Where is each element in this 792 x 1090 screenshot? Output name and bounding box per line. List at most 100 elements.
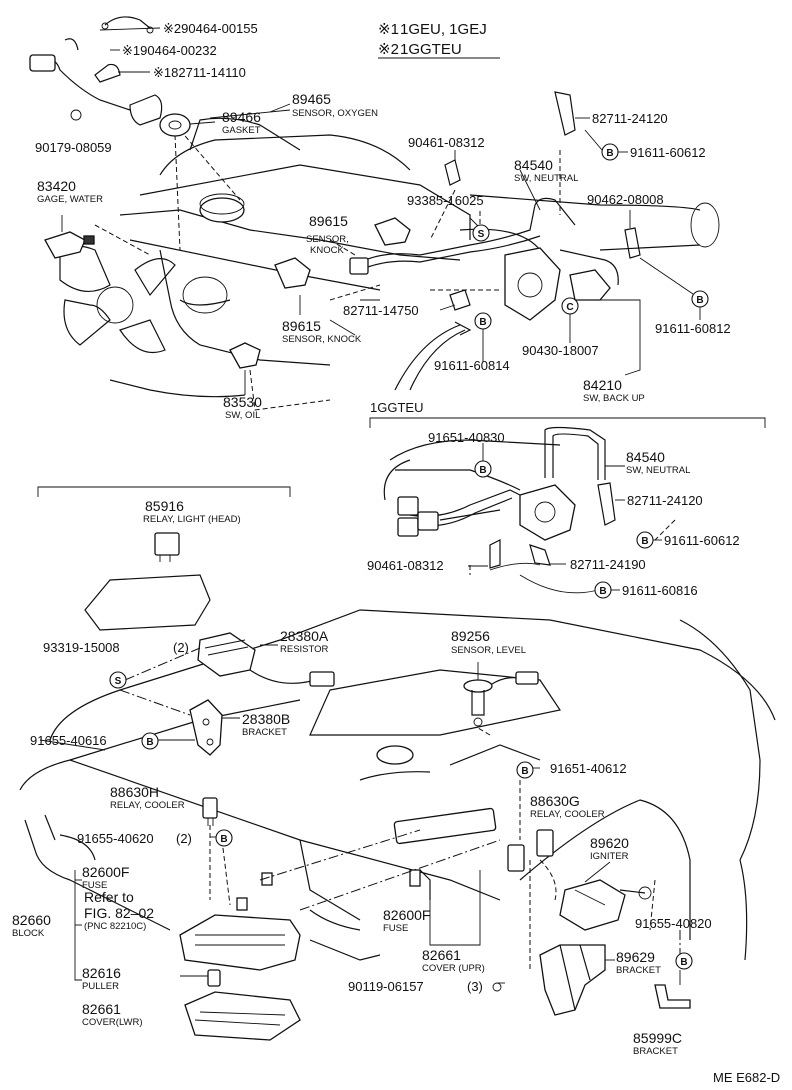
symbol-b: B [599, 586, 606, 597]
label-91611-60812: 91611-60812 [655, 321, 731, 336]
label-82616: 82616 [82, 965, 121, 981]
label-82660-name: BLOCK [12, 928, 45, 939]
label-88630G-name: RELAY, COOLER [530, 809, 605, 820]
label-28380A: 28380A [280, 628, 329, 644]
label-93319-15008: 93319-15008 [43, 640, 120, 655]
igniter-89620 [559, 861, 652, 931]
label-91655-40616: 91655-40616 [30, 733, 107, 748]
clamp-82711-24120 [554, 91, 576, 136]
label-90464-00232: ※190464-00232 [122, 43, 217, 58]
label-refer-pnc: (PNC 82210C) [84, 921, 146, 932]
symbol-b: B [220, 834, 227, 845]
headlight-relay-bracket: 85916 RELAY, LIGHT (HEAD) [37, 486, 291, 562]
puller-82616 [180, 969, 221, 987]
label-84210: 84210 [583, 377, 622, 393]
label-89465-name: SENSOR, OXYGEN [292, 108, 378, 119]
label-89615-b: 89615 [282, 318, 321, 334]
label-82600F-a-name: FUSE [82, 880, 107, 891]
legend-mark-2: ※2 [378, 41, 399, 58]
labels-top: ※290464-00155 ※190464-00232 ※182711-1411… [35, 21, 731, 421]
leader-lines-lower [39, 647, 681, 981]
label-89615-a-name1: SENSOR, [306, 234, 349, 245]
bracket-28380B [189, 699, 240, 756]
leader-lines-top [269, 103, 701, 376]
label-85999C: 85999C [633, 1030, 682, 1046]
label-91651-40830: 91651-40830 [428, 430, 505, 445]
label-82660: 82660 [12, 912, 51, 928]
legend-text-1: 1GEU, 1GEJ [400, 21, 487, 38]
label-89466: 89466 [222, 109, 261, 125]
symbol-b: B [606, 148, 613, 159]
label-88630H: 88630H [110, 784, 159, 800]
engine-legend: ※1 1GEU, 1GEJ ※2 1GGTEU [378, 21, 500, 59]
legend-text-2: 1GGTEU [400, 41, 462, 58]
label-93385-16025: 93385-16025 [407, 193, 484, 208]
label-inset-84540: 84540 [626, 449, 665, 465]
label-85999C-name: BRACKET [633, 1046, 678, 1057]
headlight-relay [154, 532, 180, 556]
label-82600F-b: 82600F [383, 907, 430, 923]
label-91611-60612: 91611-60612 [630, 145, 706, 160]
knock-sensors [274, 217, 411, 315]
label-88630G: 88630G [530, 793, 580, 809]
bracket-85999C [654, 970, 691, 1009]
symbol-b: B [146, 737, 153, 748]
label-28380B-name: BRACKET [242, 727, 287, 738]
label-91611-60814: 91611-60814 [434, 358, 510, 373]
label-83420-name: GAGE, WATER [37, 194, 103, 205]
symbols-lower: S B B B B [109, 671, 693, 970]
vehicle-front-illustration [19, 574, 776, 961]
label-28380A-name: RESISTOR [280, 644, 329, 655]
label-82661-lwr-name: COVER(LWR) [82, 1017, 143, 1028]
label-inset-82711-24120: 82711-24120 [627, 493, 703, 508]
label-28380B: 28380B [242, 711, 290, 727]
cooler-relays [202, 797, 554, 872]
label-refer-to: Refer to [84, 889, 134, 905]
label-90179-08059: 90179-08059 [35, 140, 112, 155]
label-90462-08008: 90462-08008 [587, 192, 664, 207]
label-88630H-name: RELAY, COOLER [110, 800, 185, 811]
symbol-b: B [641, 536, 648, 547]
label-82661-lwr: 82661 [82, 1001, 121, 1017]
label-82600F-a: 82600F [82, 864, 129, 880]
label-90464-00155: ※290464-00155 [163, 21, 258, 36]
label-90430-18007: 90430-18007 [522, 343, 599, 358]
label-85916: 85916 [145, 498, 184, 514]
oil-cap [199, 197, 245, 223]
label-89629: 89629 [616, 949, 655, 965]
label-84540-name: SW, NEUTRAL [514, 173, 578, 184]
label-84210-name: SW, BACK UP [583, 393, 645, 404]
label-91655-40620-qty: (2) [176, 831, 192, 846]
label-93319-qty: (2) [173, 640, 189, 655]
label-83530-name: SW, OIL [225, 410, 260, 421]
symbol-b: B [479, 465, 486, 476]
engine-illustration [59, 117, 720, 411]
cooling-fan [59, 245, 176, 354]
label-inset-91611-60612: 91611-60612 [664, 533, 740, 548]
label-83420: 83420 [37, 178, 76, 194]
level-sensor-89256 [463, 662, 539, 727]
label-85916-name: RELAY, LIGHT (HEAD) [143, 514, 241, 525]
label-82711-14750: 82711-14750 [343, 303, 419, 318]
label-89629-name: BRACKET [616, 965, 661, 976]
label-90119-qty: (3) [467, 979, 483, 994]
label-89615-b-name: SENSOR, KNOCK [282, 334, 362, 345]
label-82711-14110: ※182711-14110 [153, 65, 246, 80]
footer-code: ME E682-D [713, 1070, 780, 1085]
label-82616-name: PULLER [82, 981, 119, 992]
label-91611-60816: 91611-60816 [622, 583, 698, 598]
labels-lower: 93319-15008 (2) 28380A RESISTOR 89256 SE… [12, 628, 780, 1085]
symbol-b: B [479, 317, 486, 328]
label-82661-upr-name: COVER (UPR) [422, 963, 485, 974]
oil-switch [229, 342, 261, 395]
label-90119-06157: 90119-06157 [348, 979, 424, 994]
label-82600F-b-name: FUSE [383, 923, 408, 934]
label-89465: 89465 [292, 91, 331, 107]
label-90461-08312: 90461-08312 [408, 135, 485, 150]
symbol-c: C [566, 302, 573, 313]
inset-neutral-switch [519, 484, 576, 541]
label-91655-40820: 91655-40820 [635, 916, 712, 931]
symbol-b: B [680, 957, 687, 968]
fuse-block-82660 [179, 869, 421, 971]
